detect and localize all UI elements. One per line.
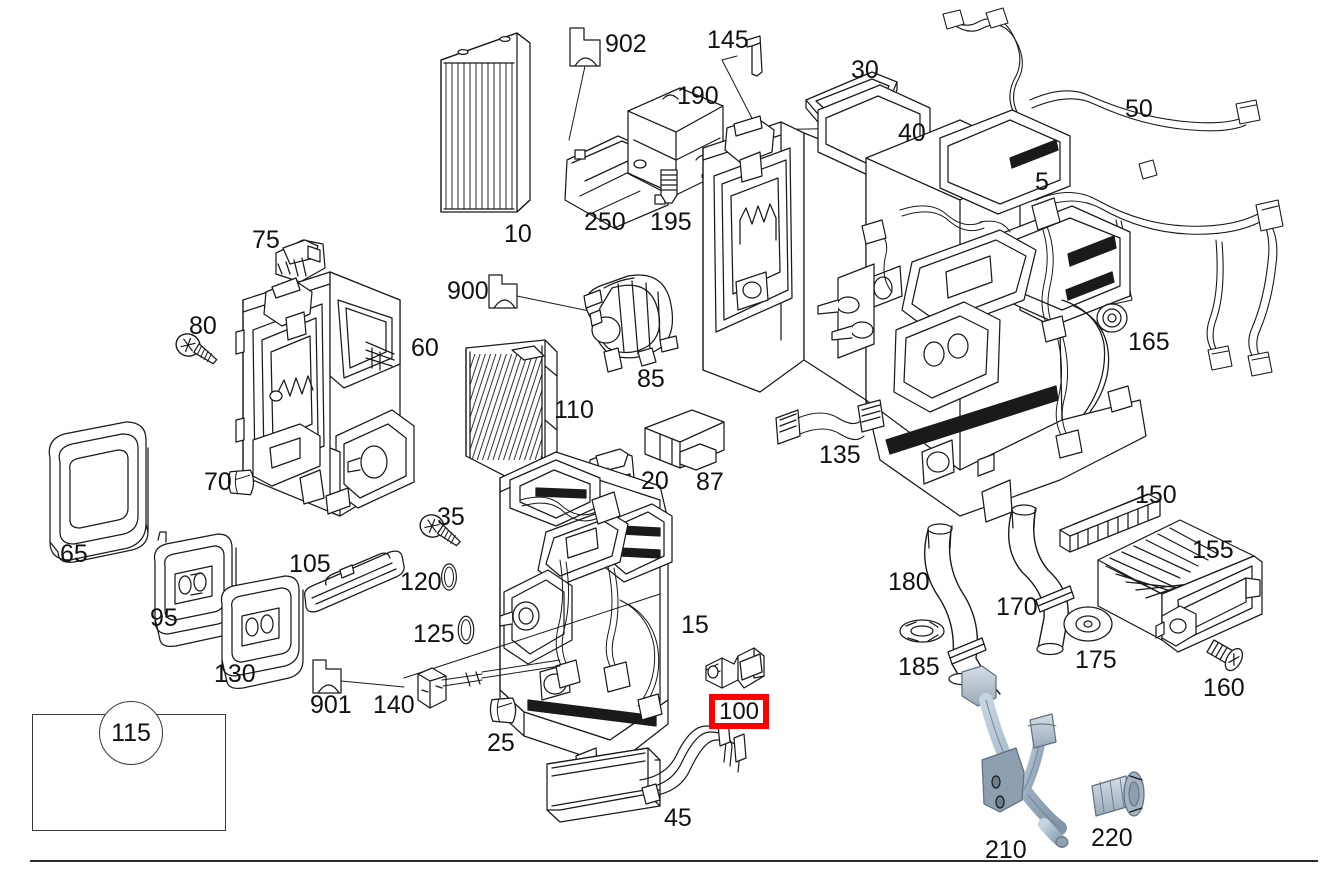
callout-95[interactable]: 95: [150, 604, 178, 632]
part-85-blower-motor: [583, 274, 679, 373]
callout-190[interactable]: 190: [677, 82, 719, 110]
part-135-jumper-lead: [775, 399, 885, 445]
callout-25[interactable]: 25: [487, 729, 515, 757]
callout-87[interactable]: 87: [696, 468, 724, 496]
part-100-expansion-valve-bracket: [705, 647, 765, 689]
callout-160[interactable]: 160: [1203, 674, 1245, 702]
callout-100: 100: [718, 697, 760, 725]
callout-155[interactable]: 155: [1192, 536, 1234, 564]
callout-50[interactable]: 50: [1125, 95, 1153, 123]
flag-902: [568, 27, 601, 141]
callout-195[interactable]: 195: [650, 208, 692, 236]
part-25-cap: [489, 697, 517, 724]
callout-85[interactable]: 85: [637, 365, 665, 393]
callout-105[interactable]: 105: [289, 550, 331, 578]
callout-120[interactable]: 120: [400, 568, 442, 596]
part-130-vent: [220, 575, 304, 689]
callout-140[interactable]: 140: [373, 691, 415, 719]
part-110-evaporator: [465, 339, 558, 493]
callout-902[interactable]: 902: [605, 30, 647, 58]
callout-30[interactable]: 30: [851, 56, 879, 84]
callout-10[interactable]: 10: [504, 220, 532, 248]
callout-110[interactable]: 110: [554, 396, 594, 424]
callout-185[interactable]: 185: [898, 653, 940, 681]
callout-75[interactable]: 75: [252, 226, 280, 254]
part-15-right-housing: [403, 451, 673, 787]
part-165-grommet: [1096, 303, 1128, 333]
part-105-grille: [304, 550, 405, 613]
callout-900[interactable]: 900: [447, 277, 489, 305]
callout-60[interactable]: 60: [411, 334, 439, 362]
callout-125[interactable]: 125: [413, 620, 455, 648]
part-5-main-housing: [702, 84, 1147, 523]
callout-130[interactable]: 130: [214, 660, 256, 688]
callout-45[interactable]: 45: [664, 804, 692, 832]
part-195-bolt: [660, 169, 678, 204]
part-155-ptc-heater: [1097, 519, 1263, 653]
callout-150[interactable]: 150: [1135, 481, 1177, 509]
callout-65[interactable]: 65: [60, 540, 88, 568]
callout-20[interactable]: 20: [641, 467, 669, 495]
flag-901: [312, 659, 405, 694]
callout-175[interactable]: 175: [1075, 646, 1117, 674]
callout-250[interactable]: 250: [584, 208, 626, 236]
part-185-seal-washer: [899, 619, 945, 643]
callout-35[interactable]: 35: [437, 503, 465, 531]
footer-separator-rule: [30, 860, 1318, 862]
callout-80[interactable]: 80: [189, 312, 217, 340]
part-150-retainer-strip: [1059, 493, 1161, 553]
callout-115: 115: [111, 718, 151, 747]
part-95-vent: [153, 531, 237, 647]
callout-170[interactable]: 170: [996, 593, 1038, 621]
part-45-heater-core: [546, 719, 747, 823]
callout-70[interactable]: 70: [204, 468, 232, 496]
part-60-left-housing: [235, 271, 415, 517]
callout-165[interactable]: 165: [1128, 328, 1170, 356]
callout-15[interactable]: 15: [681, 611, 709, 639]
part-120-oring: [441, 563, 457, 591]
callout-180[interactable]: 180: [888, 568, 930, 596]
part-170-hose: [1007, 504, 1075, 656]
callout-40[interactable]: 40: [898, 119, 926, 147]
part-210-refrigerant-pipe: [961, 665, 1069, 848]
flag-900: [488, 274, 595, 313]
highlight-box-100[interactable]: 100: [709, 694, 769, 729]
part-220-bolt: [1091, 771, 1145, 817]
part-160-bolt: [1206, 639, 1244, 672]
part-70-cap: [227, 469, 255, 496]
part-87-cover: [644, 409, 725, 471]
callout-220[interactable]: 220: [1091, 824, 1133, 852]
inset-label-circle-115[interactable]: 115: [99, 701, 163, 765]
callout-901[interactable]: 901: [310, 691, 352, 719]
part-140-sensor: [417, 659, 561, 709]
callout-135[interactable]: 135: [819, 441, 861, 469]
part-175-seal-washer: [1063, 606, 1113, 642]
part-10-cabin-filter: [440, 32, 531, 213]
part-75-actuator: [275, 239, 326, 283]
part-65-seal-frame: [48, 421, 149, 563]
callout-5[interactable]: 5: [1035, 168, 1049, 196]
part-125-oring: [457, 615, 475, 645]
callout-210[interactable]: 210: [985, 836, 1027, 864]
callout-145[interactable]: 145: [707, 26, 749, 54]
